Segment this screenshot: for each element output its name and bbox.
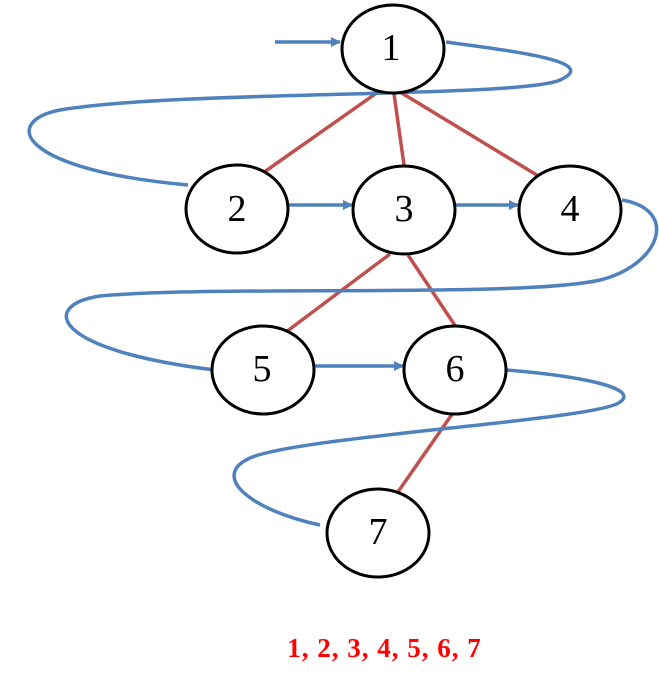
node-3-label: 3 [395,188,414,230]
node-4-label: 4 [561,188,580,230]
node-4: 4 [517,164,623,256]
tree-edge-3-5 [276,252,392,340]
tree-edge-1-3 [392,93,407,173]
node-6-label: 6 [446,348,465,390]
traversal-path-4-to-5 [64,198,659,372]
node-5-label: 5 [253,348,272,390]
tree-edge-3-6 [406,254,464,337]
tree-edge-1-4 [399,90,546,182]
tree-edge-6-7 [391,408,457,501]
node-2: 2 [184,163,290,255]
traversal-path-1-to-2 [27,40,573,187]
tree-edge-1-2 [248,90,380,184]
node-6: 6 [402,324,508,416]
node-7: 7 [325,487,431,579]
node-5: 5 [210,324,316,416]
node-1: 1 [340,3,446,95]
traversal-path-6-to-7 [232,368,626,527]
visit-order-caption: 1, 2, 3, 4, 5, 6, 7 [0,633,659,664]
node-3: 3 [351,164,457,256]
node-1-label: 1 [382,27,401,69]
visit-order-text: 1, 2, 3, 4, 5, 6, 7 [287,633,482,663]
node-2-label: 2 [228,188,247,230]
node-7-label: 7 [369,511,388,553]
